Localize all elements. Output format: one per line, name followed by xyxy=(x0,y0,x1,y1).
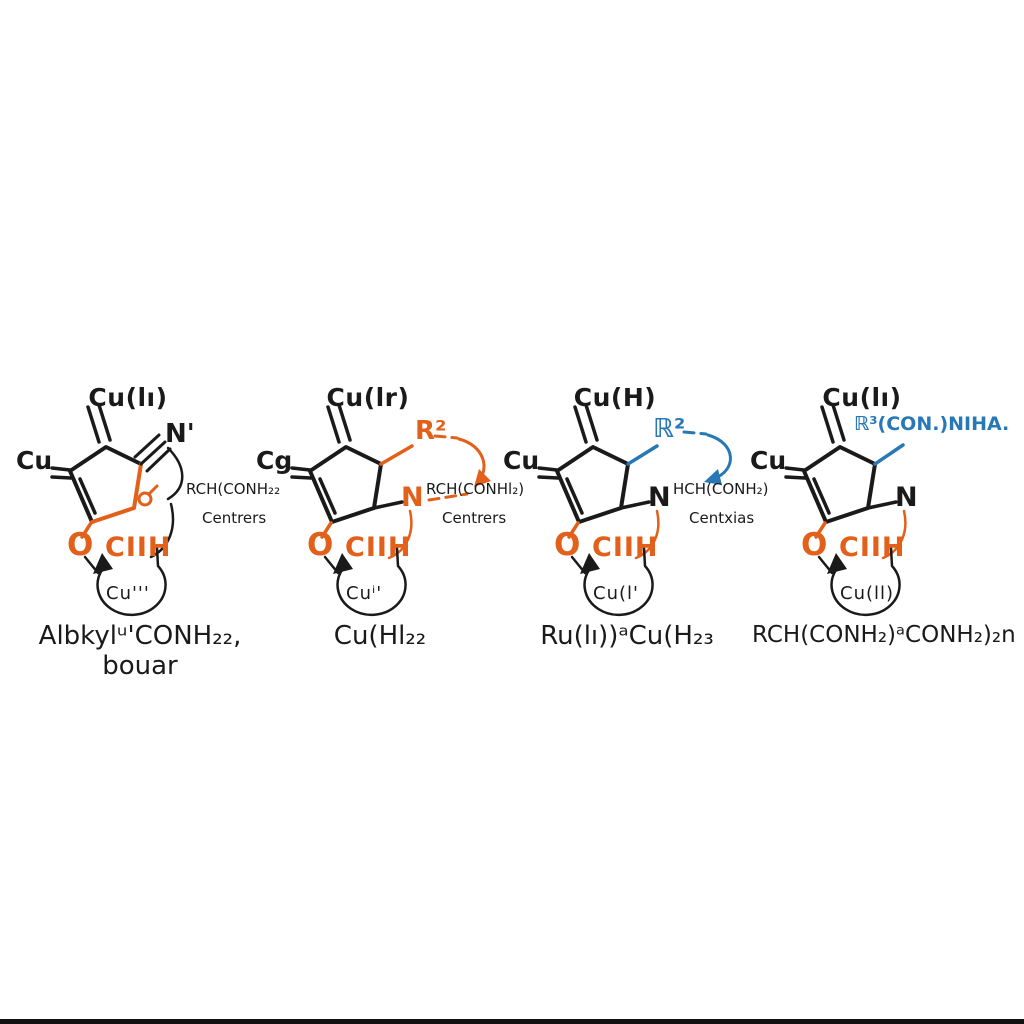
R2-arrowhead xyxy=(474,469,491,487)
oxygen-label: O xyxy=(67,527,94,563)
structure-1: Cu(lı) Cu N' O CIIH RCH(CONH₂₂ Centrers … xyxy=(16,383,281,695)
structure-2-drawing xyxy=(290,403,491,617)
top-double-bond xyxy=(820,403,846,444)
caption-line-1: Albkylᵘ'CONH₂₂, xyxy=(38,621,242,651)
bond-to-R2 xyxy=(626,444,659,466)
substituent-label: R² xyxy=(415,416,447,446)
bond-to-N xyxy=(372,500,404,510)
nitrile-bond xyxy=(133,433,172,473)
left-double-bond xyxy=(290,466,313,480)
R2-arrowhead xyxy=(704,469,722,485)
structure-3: Cu(H) Cu ℝ² N O CIIH HCH(CONH₂) Centxias… xyxy=(503,383,769,695)
oh-label: CIIH xyxy=(592,532,659,563)
ring-inner-double-bond xyxy=(812,477,831,515)
cycle-cu-label: Cu(ll) xyxy=(840,583,895,604)
cu-top-label: Cu(H) xyxy=(573,383,657,412)
substituent-label: ℝ² xyxy=(653,414,686,444)
oh-label: CIIH xyxy=(105,532,172,563)
substituent-label: N' xyxy=(165,419,195,449)
cu-top-label: Cu(lı) xyxy=(88,383,168,412)
cycle-arrowhead xyxy=(580,553,600,574)
bond-to-N xyxy=(619,500,651,510)
curve-right xyxy=(166,446,184,501)
substituent-label: ℝ³(CON.)NIHA. xyxy=(854,413,1010,435)
R2-dash-line xyxy=(682,430,708,436)
cu-left-label: Cu xyxy=(16,446,53,475)
nitrogen-label: N xyxy=(401,482,424,513)
side-annotation-2: Centrers xyxy=(202,509,267,527)
side-annotation-1: RCH(CONH₂₂ xyxy=(186,480,281,498)
cycle-arrowhead xyxy=(827,553,847,574)
ring-inner-double-bond xyxy=(78,477,97,515)
cycle-cu-label: Cu''' xyxy=(106,583,150,604)
side-annotation-1: RCH(CONHl₂) xyxy=(426,480,525,498)
cu-left-label: Cu xyxy=(750,446,787,475)
ring-bonds xyxy=(68,445,143,524)
caption-line-1: Cu(Hl₂₂ xyxy=(333,621,427,651)
oxygen-label: O xyxy=(554,527,581,563)
caption-line-1: Ru(lı))ᵃCu(H₂₃ xyxy=(540,621,714,651)
chelate-arc xyxy=(149,502,175,559)
ring-bonds xyxy=(308,445,383,524)
chelate-arc xyxy=(634,509,660,560)
oh-label: CIIH xyxy=(345,532,412,563)
left-double-bond xyxy=(784,466,807,480)
cu-top-label: Cu(lı) xyxy=(822,383,902,412)
nitrogen-label: N xyxy=(895,482,918,513)
chelate-arc xyxy=(387,509,413,560)
top-double-bond xyxy=(86,403,112,444)
N-dash-line xyxy=(427,492,469,502)
ring-bonds-orange xyxy=(90,462,143,524)
structure-4-drawing xyxy=(784,403,907,617)
left-double-bond xyxy=(537,466,560,480)
bond-to-O xyxy=(320,521,333,539)
cycle-arrow xyxy=(96,546,167,617)
oh-label: CIIH xyxy=(839,532,906,563)
ring-bonds xyxy=(555,445,630,524)
cu-left-label: Cg xyxy=(256,446,293,475)
bond-to-O xyxy=(567,521,580,539)
structure-4: Cu(lı) Cu ℝ³(CON.)NIHA. N O CIIH Cu(ll) … xyxy=(750,383,1016,695)
bond-to-N xyxy=(866,500,898,510)
top-double-bond xyxy=(326,403,352,444)
cycle-arrowhead xyxy=(333,553,353,574)
cycle-arrow xyxy=(336,546,407,617)
caption-line-1: RCH(CONH₂)ᵃCONH₂)₂n xyxy=(752,622,1016,648)
bond-to-R3 xyxy=(873,443,905,466)
oxygen-label: O xyxy=(307,527,334,563)
cycle-arrow xyxy=(830,546,901,617)
caption-line-2: bouar xyxy=(102,651,178,681)
side-annotation-2: Centxias xyxy=(689,509,755,527)
bond-to-O xyxy=(80,521,93,539)
bond-to-R2 xyxy=(379,444,414,466)
sigma-tail xyxy=(147,484,159,496)
side-annotation-2: Centrers xyxy=(442,509,507,527)
structure-2: Cu(lr) Cg R² N O CIIH RCH(CONHl₂) Centre… xyxy=(256,383,524,695)
cycle-cu-label: Cuⁱ' xyxy=(346,583,383,604)
cu-top-label: Cu(lr) xyxy=(326,383,410,412)
bottom-border-line xyxy=(0,1019,1024,1024)
left-double-bond xyxy=(50,466,73,480)
cycle-arrowhead xyxy=(93,553,113,574)
R2-dash-line xyxy=(433,434,459,440)
side-annotation-1: HCH(CONH₂) xyxy=(673,480,769,498)
ring-inner-double-bond xyxy=(318,477,337,515)
top-double-bond xyxy=(573,403,599,444)
chelate-arc xyxy=(881,509,907,560)
structure-3-drawing xyxy=(537,403,732,617)
R2-curved-arrow xyxy=(706,433,732,481)
oxygen-label: O xyxy=(801,527,828,563)
sigma-glyph xyxy=(137,491,153,507)
bond-to-O xyxy=(814,521,827,539)
cycle-cu-label: Cu(l' xyxy=(593,583,639,604)
cu-left-label: Cu xyxy=(503,446,540,475)
nitrogen-label: N xyxy=(648,482,671,513)
structure-1-drawing xyxy=(50,403,184,617)
ring-bonds xyxy=(802,445,877,524)
cycle-arrow xyxy=(583,546,654,617)
ring-inner-double-bond xyxy=(565,477,584,515)
